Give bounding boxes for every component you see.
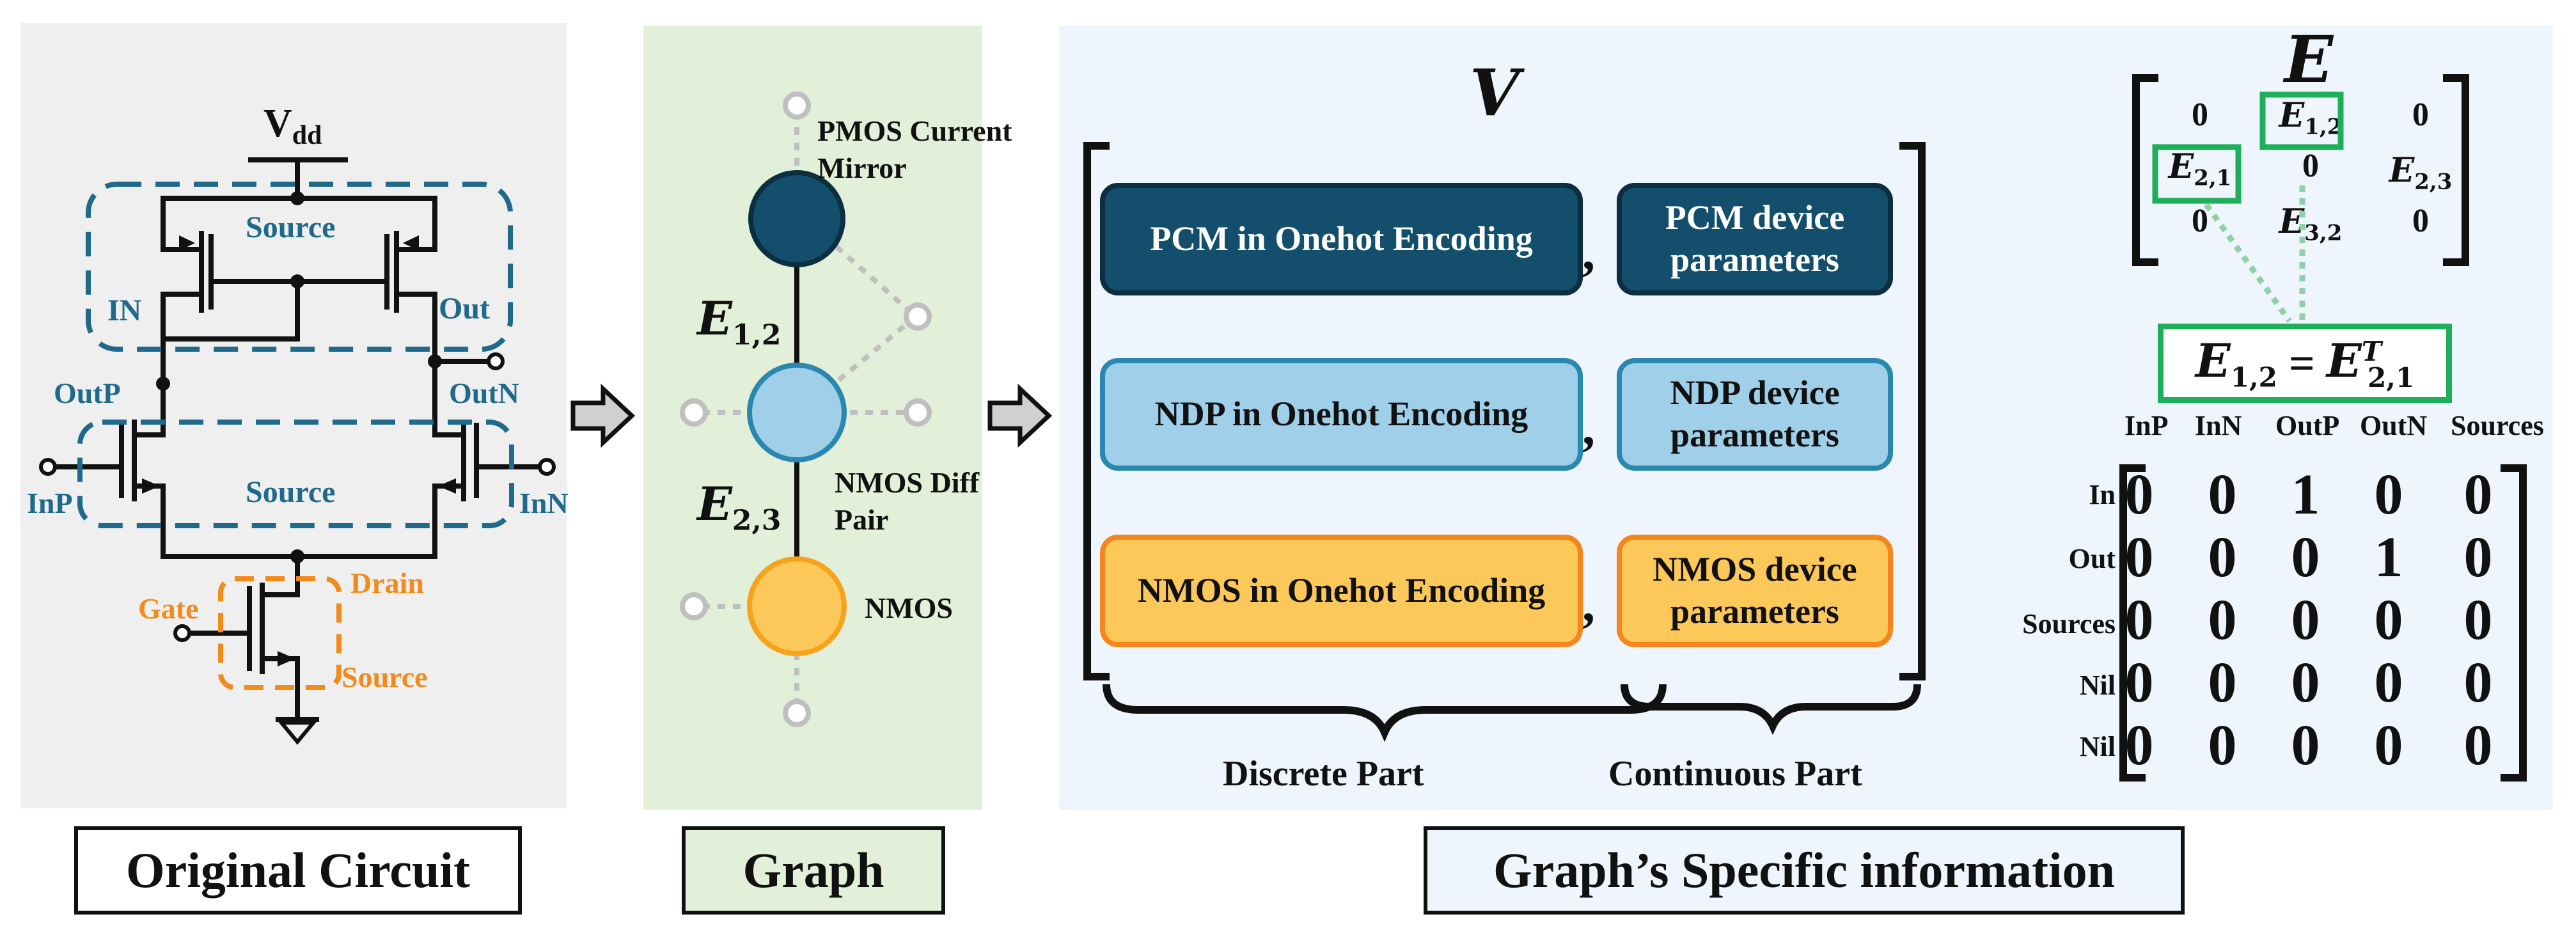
e-cell-0-2: 0 bbox=[2412, 97, 2429, 133]
nmos-source-label: Source bbox=[246, 475, 336, 509]
row-header-nil-1: Nil bbox=[2079, 670, 2116, 701]
outn-label: OutN bbox=[449, 377, 519, 409]
transpose-equation: E1,2 = ET2,1 bbox=[2158, 324, 2452, 403]
circuit-schematic bbox=[39, 157, 556, 745]
row-header-sources: Sources bbox=[2022, 608, 2116, 640]
caption-original-circuit: Original Circuit bbox=[74, 826, 522, 915]
source-label: Source bbox=[342, 661, 428, 693]
row-header-out: Out bbox=[2068, 543, 2116, 574]
ndp-params-box: NDP device parameters bbox=[1617, 358, 1893, 471]
col-header-outp: OutP bbox=[2275, 410, 2340, 441]
arrow-circuit-to-graph bbox=[570, 384, 636, 448]
in-label: IN bbox=[107, 294, 142, 327]
e-cell-2-0: 0 bbox=[2192, 203, 2208, 239]
conn-cell-4-4: 0 bbox=[2463, 714, 2493, 777]
row-header-nil-2: Nil bbox=[2079, 731, 2116, 762]
e-label: E bbox=[2284, 22, 2334, 97]
pmos-source-label: Source bbox=[246, 210, 336, 244]
conn-cell-0-2: 1 bbox=[2291, 463, 2320, 526]
comma-1: , bbox=[1582, 224, 1595, 281]
e-cell-2-2: 0 bbox=[2412, 203, 2429, 239]
nmos-params-box: NMOS device parameters bbox=[1617, 535, 1893, 647]
conn-cell-2-4: 0 bbox=[2463, 588, 2493, 652]
out-label: Out bbox=[439, 292, 491, 326]
edge12-label: E1,2 bbox=[697, 291, 781, 352]
node1-label: PMOS Current Mirror bbox=[817, 114, 1012, 184]
col-header-inp: InP bbox=[2124, 410, 2169, 441]
conn-cell-0-4: 0 bbox=[2463, 463, 2493, 526]
nmos-onehot-box: NMOS in Onehot Encoding bbox=[1100, 535, 1583, 647]
conn-cell-1-2: 0 bbox=[2291, 526, 2320, 589]
e-highlight-boxes bbox=[2152, 91, 2344, 323]
gate-label: Gate bbox=[138, 592, 199, 625]
v-label: V bbox=[1470, 55, 1520, 130]
node3-label: NMOS bbox=[865, 592, 953, 624]
conn-cell-1-4: 0 bbox=[2463, 526, 2493, 589]
conn-cell-0-1: 0 bbox=[2208, 463, 2237, 526]
drain-label: Drain bbox=[350, 567, 424, 599]
node-ndp bbox=[747, 363, 847, 462]
row-header-in: In bbox=[2089, 479, 2116, 510]
conn-cell-2-3: 0 bbox=[2374, 588, 2403, 652]
edge23-label: E2,3 bbox=[697, 476, 781, 537]
inn-label: InN bbox=[519, 487, 569, 519]
conn-cell-0-3: 0 bbox=[2374, 463, 2403, 526]
col-header-outn: OutN bbox=[2360, 410, 2428, 441]
conn-cell-4-1: 0 bbox=[2208, 714, 2237, 777]
e-cell-1-1: 0 bbox=[2302, 148, 2319, 184]
conn-cell-3-1: 0 bbox=[2208, 651, 2237, 714]
conn-cell-3-2: 0 bbox=[2291, 651, 2320, 714]
conn-cell-3-3: 0 bbox=[2374, 651, 2403, 714]
circuit-graph bbox=[680, 91, 932, 727]
discrete-part-label: Discrete Part bbox=[1223, 754, 1424, 794]
conn-cell-1-0: 0 bbox=[2124, 526, 2154, 589]
continuous-part-label: Continuous Part bbox=[1608, 754, 1862, 794]
comma-2: , bbox=[1582, 400, 1595, 456]
vdd-label: Vdd bbox=[263, 102, 322, 150]
conn-cell-4-2: 0 bbox=[2291, 714, 2320, 777]
node-nmos bbox=[747, 556, 847, 656]
e-matrix-brackets bbox=[2132, 74, 2469, 266]
outp-label: OutP bbox=[54, 377, 121, 409]
arrow-graph-to-info bbox=[987, 384, 1053, 448]
conn-cell-3-0: 0 bbox=[2124, 651, 2154, 714]
conn-cell-3-4: 0 bbox=[2463, 651, 2493, 714]
e-cell-0-1: E1,2 bbox=[2279, 96, 2343, 140]
e-cell-1-0: E2,1 bbox=[2168, 147, 2232, 191]
caption-graph-info: Graph’s Specific information bbox=[1424, 826, 2185, 915]
conn-matrix-brackets bbox=[2119, 464, 2527, 782]
v-matrix-brackets bbox=[1083, 142, 1926, 742]
pcm-params-box: PCM device parameters bbox=[1617, 183, 1893, 295]
col-header-inn: InN bbox=[2195, 410, 2242, 441]
e-cell-2-1: E3,2 bbox=[2279, 202, 2343, 246]
ndp-onehot-box: NDP in Onehot Encoding bbox=[1100, 358, 1583, 471]
caption-graph: Graph bbox=[682, 826, 945, 915]
inp-label: InP bbox=[27, 487, 73, 519]
conn-cell-4-0: 0 bbox=[2124, 714, 2154, 777]
col-header-sources: Sources bbox=[2451, 410, 2544, 441]
node-pcm bbox=[748, 170, 845, 267]
comma-3: , bbox=[1582, 576, 1595, 632]
conn-cell-4-3: 0 bbox=[2374, 714, 2403, 777]
conn-cell-1-3: 1 bbox=[2374, 526, 2403, 589]
node2-label: NMOS Diff Pair bbox=[835, 466, 980, 536]
conn-cell-2-2: 0 bbox=[2291, 588, 2320, 652]
conn-cell-1-1: 0 bbox=[2208, 526, 2237, 589]
e-cell-1-2: E2,3 bbox=[2389, 151, 2453, 195]
conn-cell-0-0: 0 bbox=[2124, 463, 2154, 526]
pcm-onehot-box: PCM in Onehot Encoding bbox=[1100, 183, 1583, 295]
conn-cell-2-1: 0 bbox=[2208, 588, 2237, 652]
conn-cell-2-0: 0 bbox=[2124, 588, 2154, 652]
e-cell-0-0: 0 bbox=[2192, 97, 2208, 133]
circuit-panel bbox=[20, 23, 567, 808]
